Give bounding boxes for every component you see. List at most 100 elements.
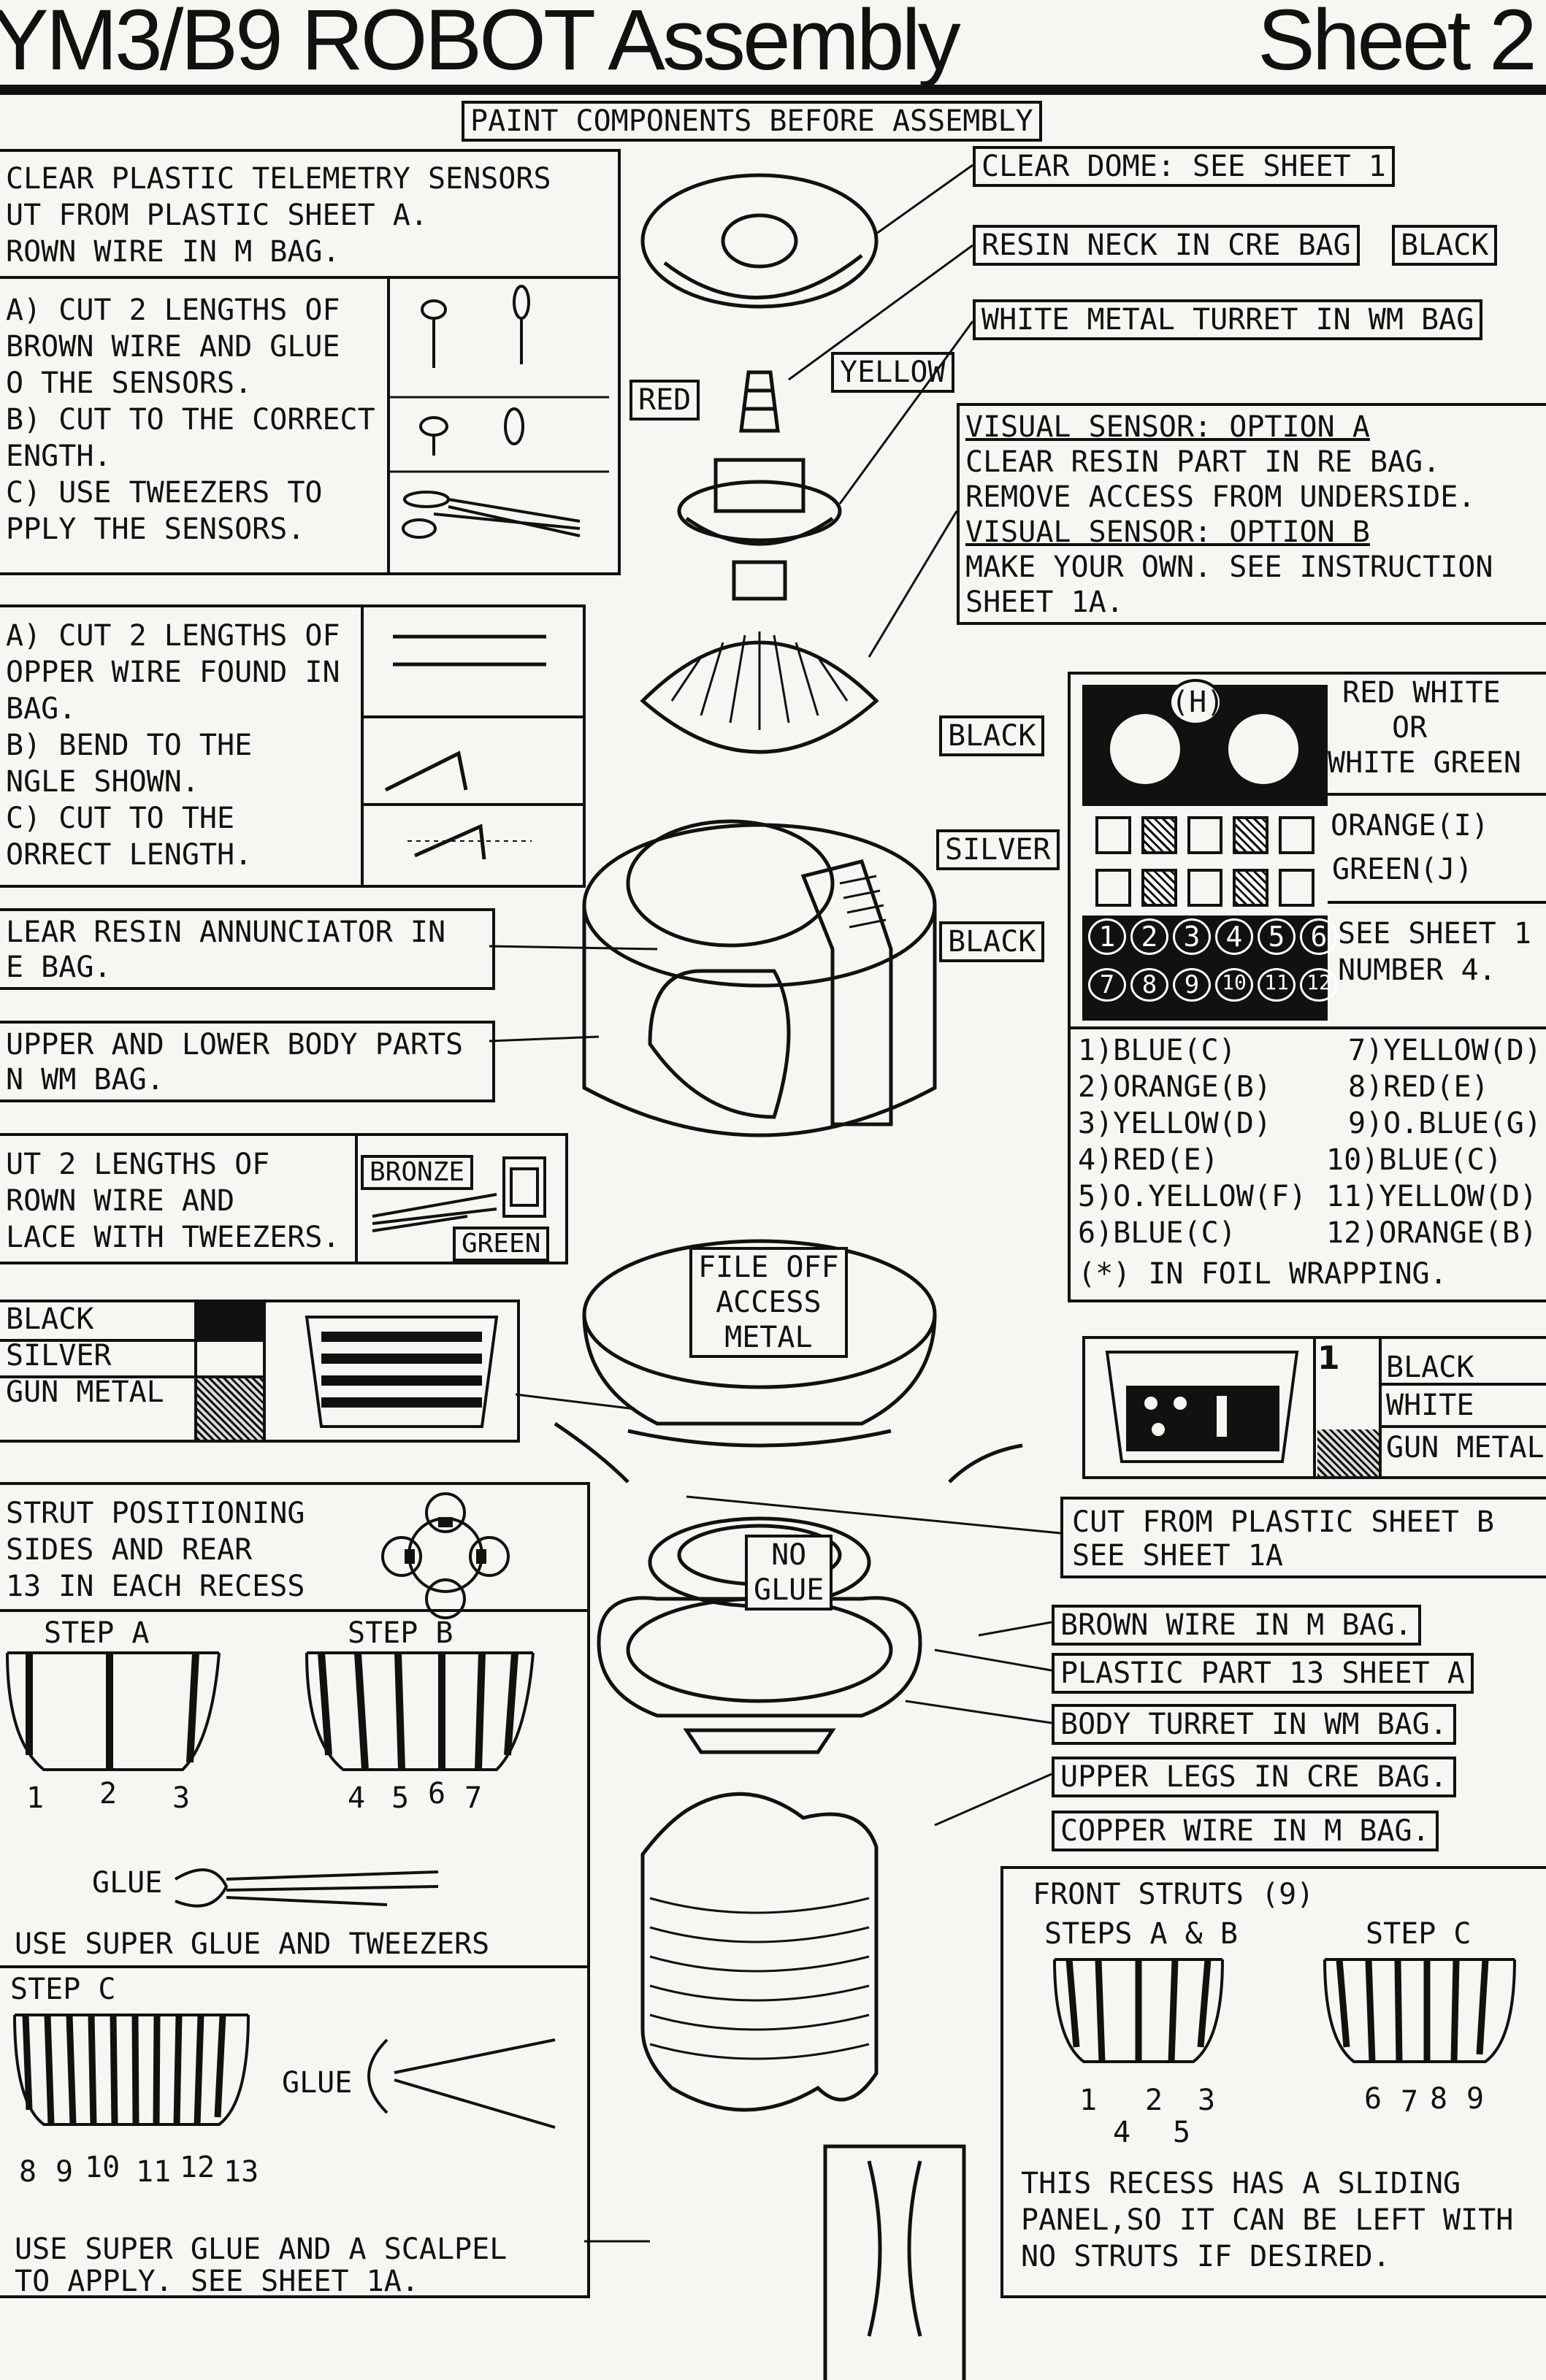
panel-foil-note: (*) IN FOIL WRAPPING. bbox=[1078, 1257, 1447, 1291]
annunciator-line: E BAG. bbox=[6, 951, 112, 984]
divider bbox=[361, 803, 583, 806]
label-yellow: YELLOW bbox=[831, 352, 954, 393]
strut-num: 6 bbox=[428, 1777, 446, 1811]
plastic-b-line: SEE SHEET 1A bbox=[1072, 1539, 1283, 1573]
copper-line: A) CUT 2 LENGTHS OF bbox=[6, 619, 340, 653]
front-struts-title: FRONT STRUTS (9) bbox=[1033, 1878, 1315, 1911]
copper-line: NGLE SHOWN. bbox=[6, 765, 199, 799]
sensors-step: O THE SENSORS. bbox=[6, 366, 253, 400]
panel-list-item: 6)BLUE(C) bbox=[1078, 1216, 1236, 1250]
panel-list-item: 5)O.YELLOW(F) bbox=[1078, 1180, 1307, 1213]
panel-list-item: 2)ORANGE(B) bbox=[1078, 1070, 1271, 1104]
divider bbox=[0, 1339, 263, 1342]
divider bbox=[1328, 793, 1546, 796]
super-glue-note: USE SUPER GLUE AND TWEEZERS bbox=[15, 1927, 490, 1961]
color-key-left: BLACK SILVER GUN METAL bbox=[0, 1300, 520, 1443]
strut-num: 2 bbox=[99, 1777, 118, 1811]
strut-num: 3 bbox=[172, 1781, 191, 1815]
panel-right-text: GREEN(J) bbox=[1332, 853, 1473, 886]
scalpel-illustration bbox=[367, 2038, 556, 2129]
label-neck-black: BLACK bbox=[1392, 225, 1498, 266]
plastic-b-box: CUT FROM PLASTIC SHEET B SEE SHEET 1A bbox=[1060, 1497, 1546, 1578]
front-struts-illustration bbox=[1053, 1958, 1516, 2063]
file-off-line: ACCESS bbox=[716, 1286, 822, 1319]
panel-right-text: WHITE GREEN bbox=[1328, 746, 1521, 780]
key-gun-metal-right: GUN METAL bbox=[1386, 1431, 1545, 1465]
bronze-line: LACE WITH TWEEZERS. bbox=[6, 1221, 340, 1254]
paint-banner: PAINT COMPONENTS BEFORE ASSEMBLY bbox=[462, 101, 1042, 142]
front-note: THIS RECESS HAS A SLIDING bbox=[1021, 2167, 1461, 2200]
bronze-box: UT 2 LENGTHS OF ROWN WIRE AND LACE WITH … bbox=[0, 1133, 568, 1264]
sensors-line: UT FROM PLASTIC SHEET A. bbox=[6, 199, 428, 232]
panel-nums-top: 1 2 3 4 5 6 bbox=[1088, 918, 1338, 955]
strut-num: 10 bbox=[85, 2151, 120, 2184]
visual-line: CLEAR RESIN PART IN RE BAG. bbox=[965, 445, 1441, 479]
panel-box: (H) 1 2 3 4 5 6 7 8 9 10 11 12 RED WHITE… bbox=[1068, 672, 1546, 1302]
sensors-step: BROWN WIRE AND GLUE bbox=[6, 330, 340, 364]
panel-list-item: 4)RED(E) bbox=[1078, 1143, 1219, 1177]
label-upper-legs: UPPER LEGS IN CRE BAG. bbox=[1052, 1757, 1456, 1797]
visual-line: VISUAL SENSOR: OPTION A bbox=[965, 410, 1370, 444]
sensors-step: C) USE TWEEZERS TO bbox=[6, 476, 323, 510]
panel-buttons bbox=[1082, 806, 1328, 915]
divider bbox=[361, 715, 583, 718]
panel-list-item: 7)YELLOW(D) bbox=[1348, 1034, 1542, 1067]
panel-num: 7 bbox=[1088, 968, 1126, 1002]
divider bbox=[1379, 1425, 1546, 1428]
panel-num: 8 bbox=[1130, 968, 1168, 1002]
panel-list-item: 8)RED(E) bbox=[1348, 1070, 1489, 1104]
robot-exploded-view bbox=[554, 173, 1023, 2380]
sensors-step: ENGTH. bbox=[6, 439, 112, 473]
panel-light-left bbox=[1107, 711, 1183, 787]
divider bbox=[0, 1965, 587, 1968]
sensors-step: B) CUT TO THE CORRECT bbox=[6, 403, 375, 437]
annunciator-line: LEAR RESIN ANNUNCIATOR IN bbox=[6, 915, 446, 949]
label-turret: WHITE METAL TURRET IN WM BAG bbox=[973, 299, 1483, 340]
plastic-b-line: CUT FROM PLASTIC SHEET B bbox=[1072, 1505, 1494, 1539]
divider bbox=[1379, 1383, 1546, 1386]
strut-num: 1 bbox=[26, 1781, 45, 1815]
file-off-line: METAL bbox=[724, 1321, 813, 1354]
divider bbox=[0, 276, 618, 279]
panel-list-item: 3)YELLOW(D) bbox=[1078, 1107, 1271, 1140]
panel-silver-label: SILVER bbox=[936, 829, 1060, 870]
bronze-line: UT 2 LENGTHS OF bbox=[6, 1148, 270, 1181]
panel-light-right bbox=[1225, 711, 1301, 787]
visual-line: VISUAL SENSOR: OPTION B bbox=[965, 515, 1370, 549]
label-brown-wire: BROWN WIRE IN M BAG. bbox=[1052, 1605, 1421, 1646]
sensors-line: CLEAR PLASTIC TELEMETRY SENSORS bbox=[6, 162, 551, 196]
page-title: YM3/B9 ROBOT Assembly bbox=[0, 0, 961, 88]
front-note: PANEL,SO IT CAN BE LEFT WITH bbox=[1021, 2203, 1514, 2237]
panel-h: (H) bbox=[1168, 679, 1224, 726]
sensors-line: ROWN WIRE IN M BAG. bbox=[6, 235, 340, 269]
panel-num: 6 bbox=[1300, 918, 1338, 955]
sensors-step: PPLY THE SENSORS. bbox=[6, 513, 305, 546]
front-num: 9 bbox=[1466, 2082, 1485, 2116]
front-num: 6 bbox=[1364, 2082, 1382, 2116]
strut-num: 4 bbox=[348, 1781, 366, 1815]
copper-line: C) CUT TO THE bbox=[6, 802, 235, 835]
sheet-number: Sheet 2 bbox=[1258, 0, 1537, 88]
divider bbox=[1379, 1339, 1382, 1476]
strut-line: SIDES AND REAR bbox=[6, 1533, 253, 1567]
copper-line: BAG. bbox=[6, 692, 77, 726]
divider bbox=[1313, 1339, 1316, 1476]
copper-line: B) BEND TO THE bbox=[6, 729, 253, 762]
divider bbox=[263, 1302, 266, 1440]
no-glue-label: NO GLUE bbox=[745, 1535, 833, 1611]
body-parts-box: UPPER AND LOWER BODY PARTS N WM BAG. bbox=[0, 1021, 495, 1102]
panel-num: 2 bbox=[1130, 918, 1168, 955]
color-key-right: 1 BLACK WHITE GUN METAL bbox=[1082, 1336, 1546, 1479]
label-plastic-13: PLASTIC PART 13 SHEET A bbox=[1052, 1653, 1474, 1694]
divider bbox=[1071, 1026, 1546, 1029]
glue-label: GLUE bbox=[282, 2066, 353, 2100]
panel-num: 12 bbox=[1300, 968, 1338, 1002]
key-gun-metal: GUN METAL bbox=[6, 1375, 164, 1409]
annunciator-illustration bbox=[372, 1156, 546, 1232]
swatch-gun-metal-right bbox=[1317, 1429, 1379, 1476]
step-a-label: STEP A bbox=[44, 1616, 150, 1650]
key-silver: SILVER bbox=[6, 1339, 112, 1373]
strut-num: 8 bbox=[19, 2155, 37, 2189]
no-glue-line: GLUE bbox=[754, 1573, 824, 1607]
key-digit: 1 bbox=[1317, 1340, 1340, 1377]
